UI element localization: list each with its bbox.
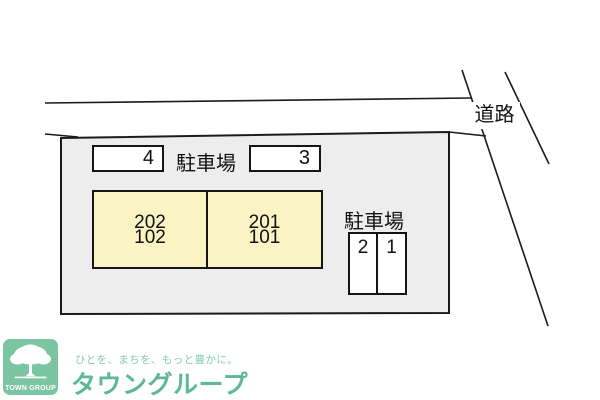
brand-name: タウングループ (71, 371, 249, 399)
parking-stall-4: 4 (92, 145, 164, 172)
parking-stall-3: 3 (249, 145, 321, 172)
building-block: 202 102 201 101 (92, 190, 323, 269)
parking-stall-1: 1 (386, 237, 397, 258)
unit-number: 101 (248, 226, 281, 248)
unit-number: 102 (134, 226, 166, 248)
parking-lot-label-top: 駐車場 (176, 153, 236, 175)
road-label: 道路 (469, 102, 520, 129)
parking-box-right: 2 1 (348, 232, 407, 295)
unit-number: 201 (248, 211, 281, 233)
parking-stall-2: 2 (350, 234, 378, 293)
unit-number: 202 (134, 211, 166, 233)
brand-tagline: ひとを、まちを、もっと豊かに。 (75, 354, 239, 366)
road-upper-edge (44, 97, 472, 104)
parking-lot-label-right: 駐車場 (344, 211, 404, 233)
building-unit-left: 202 102 (94, 192, 208, 267)
logo-text: TOWN GROUP (5, 385, 56, 392)
road-lower-edge (44, 133, 79, 138)
building-unit-right: 201 101 (208, 192, 321, 267)
diagonal-road-right-edge (504, 71, 550, 165)
town-group-logo: TOWN GROUP (3, 339, 58, 395)
boundary-extension-line (448, 131, 487, 137)
tree-icon (10, 344, 51, 379)
